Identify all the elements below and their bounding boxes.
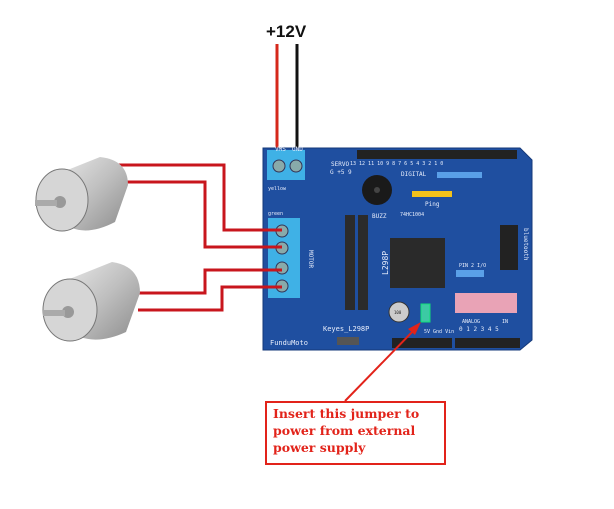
capacitor: [388, 301, 410, 323]
buzz-label: BUZZ: [372, 213, 387, 220]
dc-motor-2: [42, 262, 140, 342]
in-label: IN: [502, 319, 508, 325]
pin-label: PIN 2 I/O: [459, 263, 486, 269]
ping-label: Ping: [425, 201, 440, 208]
bluetooth-label: bluetooth: [522, 228, 529, 261]
motor1-wire-a: [118, 163, 282, 232]
capacitor-label: 100: [394, 310, 402, 315]
gnd-label: GND: [292, 146, 303, 153]
motor2-wire-b: [138, 285, 282, 312]
power-pins-label: 5V Gnd Vin: [424, 329, 454, 335]
callout-line-3: power supply: [273, 440, 366, 455]
l298p-chip: [390, 238, 445, 288]
dc-motor-1: [35, 157, 128, 232]
brand-label: FunduMoto: [270, 339, 308, 347]
digital-label: DIGITAL: [401, 171, 427, 178]
callout-line-2: power from external: [273, 423, 416, 438]
servo-label: SERVO: [331, 161, 349, 168]
motor-label: MOTOR: [307, 250, 314, 268]
servo-pins-label: G +5 9: [330, 169, 352, 176]
motor-wires: [118, 163, 282, 312]
motor-shield-board: VMS GND SERVO G +5 9 13 12 11 10 9 8 7 6…: [262, 146, 533, 351]
chip-label: L298P: [381, 251, 390, 275]
digital-pins-label: 13 12 11 10 9 8 7 6 5 4 3 2 1 0: [350, 161, 443, 167]
callout-line-1: Insert this jumper to: [273, 406, 420, 421]
board-name: Keyes_L298P: [323, 325, 369, 333]
analog-pins-label: 0 1 2 3 4 5: [459, 326, 499, 333]
hc-label: 74HC1004: [400, 212, 424, 218]
arrowhead-icon: [408, 322, 421, 335]
motor1-wire-b: [118, 180, 282, 249]
bluetooth-header: [500, 225, 518, 270]
reset-button: [337, 337, 359, 345]
jumper-callout: Insert this jumper to power from externa…: [265, 401, 446, 465]
motor2-wire-a: [138, 268, 282, 295]
callout-arrow: [344, 326, 418, 402]
yellow-led-label: yellow: [268, 186, 287, 192]
power-jumper: [420, 303, 431, 323]
vms-label: VMS: [275, 146, 286, 153]
analog-label: ANALOG: [462, 319, 480, 325]
green-led-label: green: [268, 211, 283, 217]
power-supply-label: +12V: [266, 22, 307, 41]
